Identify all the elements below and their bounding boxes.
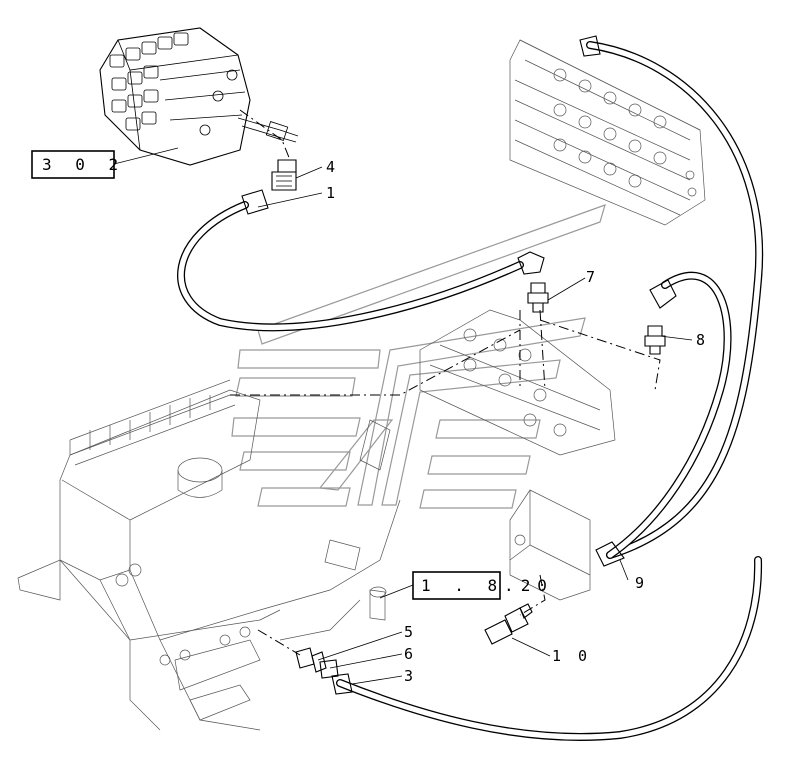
callout-leaders xyxy=(257,166,693,685)
hose-1 xyxy=(177,189,545,332)
callout-7: 7 xyxy=(586,268,599,286)
callout-8: 8 xyxy=(696,331,709,349)
control-valve-top-right xyxy=(509,39,706,226)
callout-9: 9 xyxy=(635,574,648,592)
coupler-10 xyxy=(484,603,533,645)
hose-3 xyxy=(331,556,763,741)
assembly-centerlines xyxy=(230,309,661,656)
hose-9 xyxy=(579,35,764,567)
ref-182-box[interactable]: 1 . 8 2 . 0 xyxy=(412,571,554,600)
leader-182 xyxy=(379,584,414,599)
ref-302-label: 3 0 2 xyxy=(42,155,125,174)
bracket-block xyxy=(509,489,591,601)
elbow-fitting-4 xyxy=(271,159,297,191)
watermark-logo xyxy=(231,204,606,509)
callout-4: 4 xyxy=(326,158,339,176)
ref-182-suffix: . 0 xyxy=(504,576,554,595)
ref-182-label: 1 . 8 2 xyxy=(421,576,537,595)
callout-3: 3 xyxy=(404,667,417,685)
adapter-7 xyxy=(527,282,549,313)
leader-302 xyxy=(113,147,179,165)
ref-302-box[interactable]: 3 0 2 xyxy=(31,150,125,179)
callout-10: 1 0 xyxy=(552,647,591,665)
callout-5: 5 xyxy=(404,623,417,641)
transmission-housing xyxy=(17,379,401,731)
control-valve-top-left xyxy=(99,27,299,166)
control-valve-middle xyxy=(419,309,616,456)
fitting-5-6 xyxy=(295,647,339,679)
callout-1: 1 xyxy=(326,184,339,202)
adapter-8 xyxy=(644,325,666,355)
callout-6: 6 xyxy=(404,645,417,663)
